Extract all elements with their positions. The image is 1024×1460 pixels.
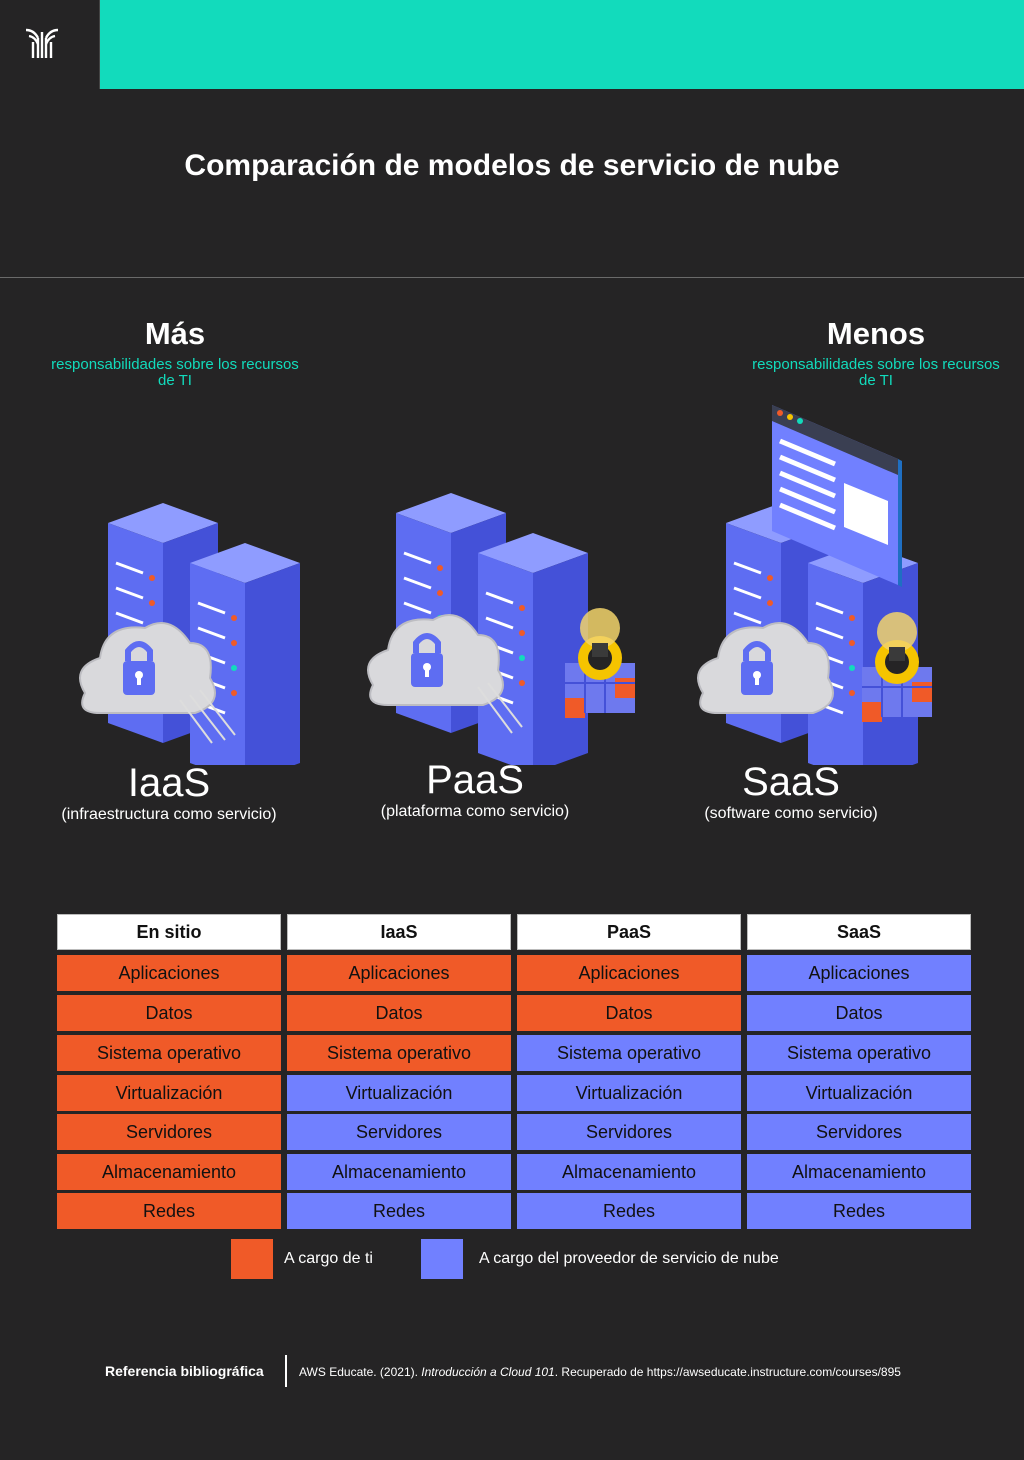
table-cell: Servidores [287,1114,511,1150]
table-cell: Virtualización [517,1075,741,1111]
table-cell: Datos [517,995,741,1031]
table-cell: Servidores [747,1114,971,1150]
table-header-cell: En sitio [57,914,281,950]
table-header-cell: IaaS [287,914,511,950]
table-cell: Redes [57,1193,281,1229]
header-band [100,0,1024,89]
model-name-iaas: IaaS [127,761,211,805]
model-subtitle-iaas: (infraestructura como servicio) [61,806,277,823]
illustrations [0,405,933,765]
table-cell: Redes [517,1193,741,1229]
model-name-saas: SaaS [742,760,840,804]
page-title: Comparación de modelos de servicio de nu… [184,149,840,182]
table-cell: Datos [747,995,971,1031]
table-cell: Datos [57,995,281,1031]
table-cell: Servidores [57,1114,281,1150]
table-cell: Redes [287,1193,511,1229]
table-cell: Almacenamiento [517,1154,741,1190]
table-header-cell: PaaS [517,914,741,950]
table-cell: Sistema operativo [517,1035,741,1071]
reference-label: Referencia bibliográfica [105,1363,264,1379]
reference-text-plain: AWS Educate. (2021). [299,1365,418,1379]
model-subtitle-saas: (software como servicio) [704,805,878,822]
more-label: Más [144,316,206,351]
logo-icon [25,28,59,58]
table-header-cell: SaaS [747,914,971,950]
reference-divider [285,1355,287,1387]
reference-text: AWS Educate. (2021). Introducción a Clou… [299,1365,901,1379]
logo-area [0,0,100,89]
legend-provider-swatch [421,1239,463,1279]
table-cell: Sistema operativo [287,1035,511,1071]
table-cell: Virtualización [287,1075,511,1111]
model-subtitle-paas: (plataforma como servicio) [380,803,570,820]
legend-provider-label: A cargo del proveedor de servicio de nub… [479,1250,779,1267]
table-cell: Sistema operativo [747,1035,971,1071]
reference-text-end: . Recuperado de https://awseducate.instr… [554,1365,901,1379]
table-cell: Aplicaciones [287,955,511,991]
table-cell: Redes [747,1193,971,1229]
table-cell: Almacenamiento [57,1154,281,1190]
more-caption: responsabilidades sobre los recursos de … [51,356,299,389]
table-cell: Sistema operativo [57,1035,281,1071]
reference-text-italic: Introducción a Cloud 101 [421,1365,555,1379]
table-cell: Aplicaciones [747,955,971,991]
legend-user-swatch [231,1239,273,1279]
divider [0,277,1024,278]
table-cell: Aplicaciones [517,955,741,991]
table-cell: Almacenamiento [287,1154,511,1190]
table-cell: Servidores [517,1114,741,1150]
legend-user-label: A cargo de ti [284,1250,373,1267]
table-cell: Aplicaciones [57,955,281,991]
table-cell: Datos [287,995,511,1031]
less-label: Menos [826,316,926,351]
table-cell: Almacenamiento [747,1154,971,1190]
table-cell: Virtualización [57,1075,281,1111]
less-caption: responsabilidades sobre los recursos de … [752,356,1000,389]
model-name-paas: PaaS [426,758,524,802]
table-cell: Virtualización [747,1075,971,1111]
